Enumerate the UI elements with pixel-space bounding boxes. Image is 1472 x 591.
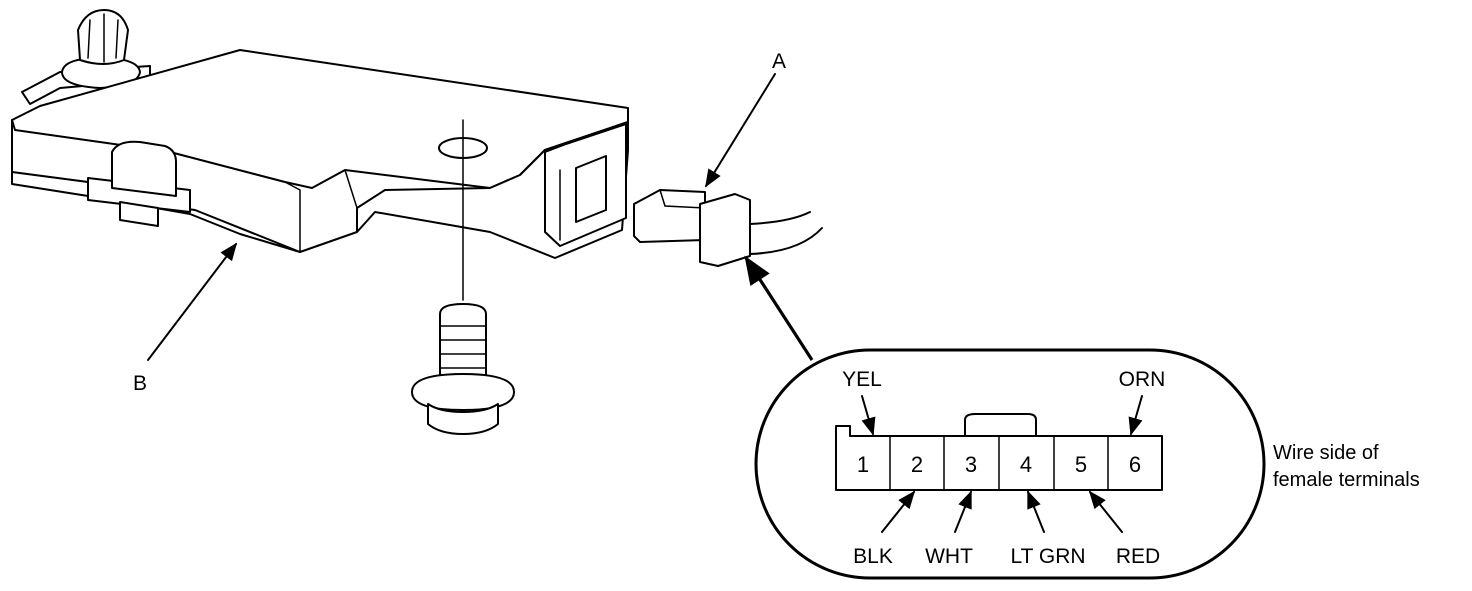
- terminal-view-note-line2: female terminals: [1273, 469, 1420, 491]
- wire-color-blk: BLK: [853, 545, 893, 568]
- wire-color-red: RED: [1116, 545, 1160, 568]
- terminal-6-label: 6: [1129, 452, 1141, 477]
- terminal-4-label: 4: [1020, 452, 1032, 477]
- connector-lock: [699, 193, 751, 267]
- wire-leader-1: [861, 395, 876, 436]
- terminal-view-note-line1: Wire side of: [1273, 442, 1379, 464]
- wire-leader-4: [1027, 490, 1045, 533]
- connector-wires: [749, 211, 823, 255]
- callout-b-leader: [147, 242, 238, 361]
- detail-view-leader: [744, 255, 814, 361]
- bolt-head: [427, 403, 499, 435]
- terminal-3-label: 3: [965, 452, 977, 477]
- terminal-5-label: 5: [1075, 452, 1087, 477]
- connector-lock-tab: [964, 413, 1037, 437]
- push-clip: [61, 9, 141, 89]
- control-unit: [11, 9, 629, 259]
- connector-body: [633, 189, 706, 243]
- flange-bolt: [411, 303, 515, 435]
- wire-leader-3: [954, 490, 972, 533]
- bolt-shank: [439, 303, 487, 397]
- callout-b-label: B: [133, 372, 147, 395]
- wire-color-lt-grn: LT GRN: [1010, 545, 1085, 568]
- wire-color-yel: YEL: [842, 368, 882, 391]
- terminal-2-label: 2: [911, 452, 923, 477]
- callout-a-leader: [705, 73, 776, 188]
- wire-color-wht: WHT: [925, 545, 973, 568]
- wire-color-orn: ORN: [1119, 368, 1166, 391]
- wire-leader-6: [1128, 395, 1143, 436]
- module-front-face: [11, 119, 629, 259]
- harness-connector: [633, 189, 823, 267]
- terminal-1-label: 1: [857, 452, 869, 477]
- wire-leader-5: [1088, 490, 1123, 533]
- wire-leader-2: [881, 490, 916, 533]
- terminal-detail-view: 1 2 3 4 5 6 YEL ORN BLK WHT LT GRN RED: [754, 348, 1266, 580]
- callout-a-label: A: [772, 50, 786, 73]
